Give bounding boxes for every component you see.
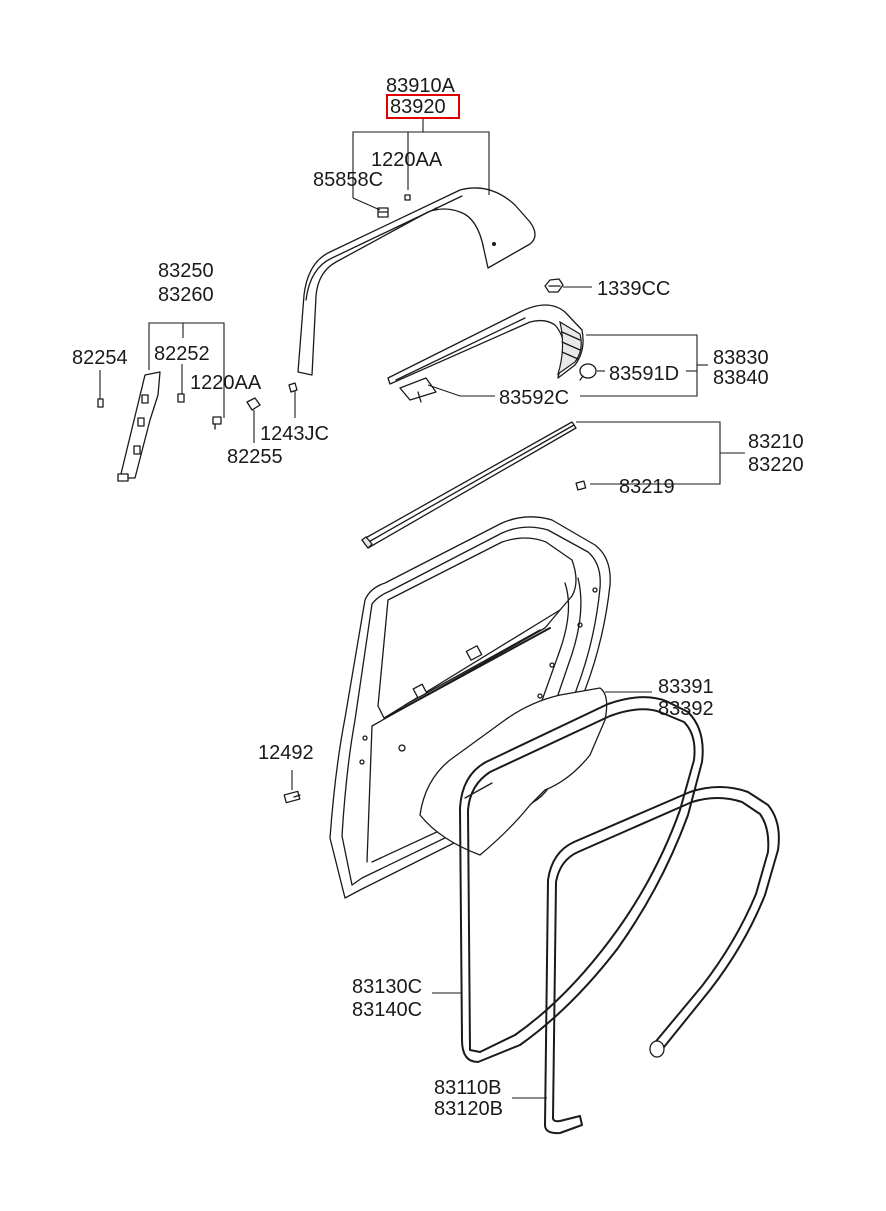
label-83391: 83391	[658, 676, 714, 698]
clip-82254	[97, 398, 104, 408]
door-delta-moulding	[387, 304, 584, 385]
label-82252: 82252	[154, 343, 210, 365]
label-83920: 83920	[390, 96, 446, 118]
label-1220aa-top: 1220AA	[371, 149, 443, 171]
label-83219: 83219	[619, 476, 675, 498]
label-83250: 83250	[158, 260, 214, 282]
label-12492: 12492	[258, 742, 314, 764]
label-83830: 83830	[713, 347, 769, 369]
clip-85858c	[377, 207, 389, 218]
label-83210: 83210	[748, 431, 804, 453]
pillar-moulding	[117, 371, 161, 482]
nut-1339cc	[544, 278, 564, 293]
label-83910a: 83910A	[386, 75, 456, 97]
label-83220: 83220	[748, 454, 804, 476]
clip-83219	[575, 480, 587, 491]
label-1220aa-left: 1220AA	[190, 372, 262, 394]
label-83110b: 83110B	[434, 1077, 501, 1099]
door-opening-weatherstrip	[459, 696, 704, 1063]
belt-weatherstrip	[361, 421, 577, 549]
label-83840: 83840	[713, 367, 769, 389]
clip-83592c	[399, 377, 437, 403]
screw-1243jc	[288, 382, 298, 393]
screw-1220aa-top	[404, 194, 411, 201]
door-waterproof-film	[419, 687, 608, 856]
label-83591d: 83591D	[609, 363, 679, 385]
highlight-box-83920	[386, 94, 460, 119]
clip-82252	[177, 393, 185, 403]
body-side-weatherstrip	[544, 786, 780, 1135]
label-83260: 83260	[158, 284, 214, 306]
clip-83591d	[579, 363, 597, 381]
label-82255: 82255	[227, 446, 283, 468]
label-83392: 83392	[658, 698, 714, 720]
label-1243jc: 1243JC	[260, 423, 329, 445]
label-1339cc: 1339CC	[597, 278, 670, 300]
label-82254: 82254	[72, 347, 128, 369]
rear-door-frame-garnish	[297, 187, 536, 376]
label-85858c: 85858C	[313, 169, 383, 191]
label-83130c: 83130C	[352, 976, 422, 998]
screw-1220aa-left	[212, 416, 222, 430]
clip-82255	[246, 397, 261, 411]
label-83140c: 83140C	[352, 999, 422, 1021]
label-83120b: 83120B	[434, 1098, 503, 1120]
label-83592c: 83592C	[499, 387, 569, 409]
rear-door-panel	[329, 516, 611, 899]
bolt-12492	[283, 790, 301, 804]
